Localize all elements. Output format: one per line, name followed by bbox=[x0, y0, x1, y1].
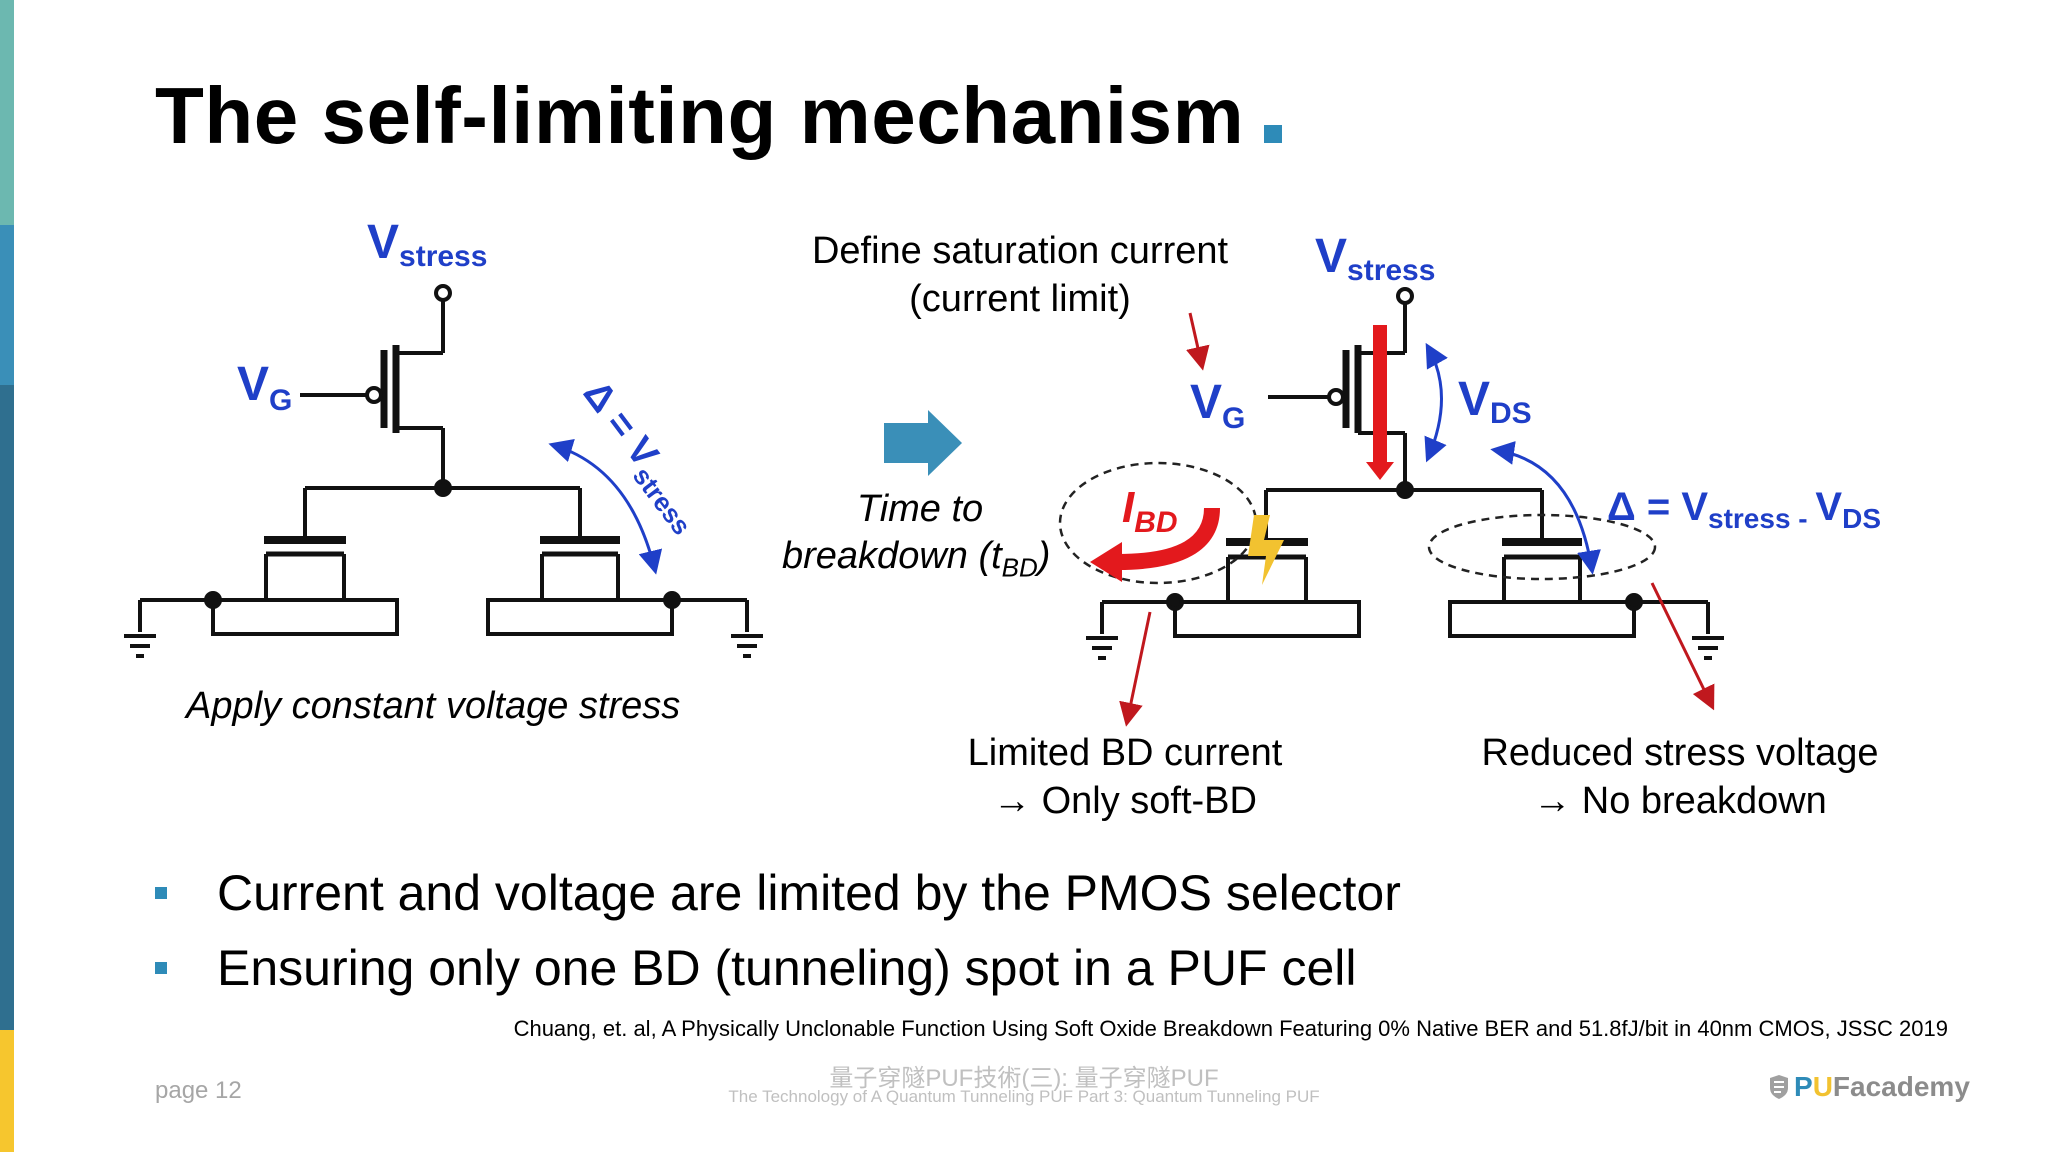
ibd-arrow-head bbox=[1090, 542, 1122, 582]
right-vstress-label: Vstress bbox=[1315, 230, 1435, 287]
bullet-text: Ensuring only one BD (tunneling) spot in… bbox=[217, 939, 1357, 996]
limited-bd-note-line2: → Only soft-BD bbox=[993, 780, 1257, 822]
right-ground-icon bbox=[731, 634, 763, 658]
sidebar-segment-blue bbox=[0, 225, 14, 385]
right-circuit bbox=[1086, 287, 1724, 660]
logo-shield-icon bbox=[1770, 1075, 1788, 1099]
slide-title: The self-limiting mechanism bbox=[155, 70, 1283, 162]
logo-letter-p: P bbox=[1794, 1071, 1813, 1102]
sidebar-segment-dark-blue bbox=[0, 385, 14, 1030]
saturation-pointer-arrow bbox=[1186, 312, 1210, 371]
ibd-curved-arrow bbox=[1117, 507, 1220, 570]
breakdown-spark-icon bbox=[1248, 515, 1284, 585]
bullet-square-icon bbox=[155, 961, 167, 974]
left-caption: Apply constant voltage stress bbox=[186, 685, 681, 727]
bullet-square-icon bbox=[155, 886, 167, 899]
vds-arrow bbox=[1424, 342, 1448, 463]
sidebar-segment-teal bbox=[0, 0, 14, 225]
footer-english-title: The Technology of A Quantum Tunneling PU… bbox=[728, 1087, 1320, 1106]
bullet-list: Current and voltage are limited by the P… bbox=[155, 855, 1401, 1005]
sidebar-segment-yellow bbox=[0, 1030, 14, 1152]
transition-line1: Time to bbox=[856, 488, 984, 530]
ibd-label: IBD bbox=[1122, 483, 1178, 539]
vstress-terminal bbox=[434, 284, 452, 302]
limited-bd-note-line1: Limited BD current bbox=[967, 732, 1283, 774]
saturation-annotation-line1: Define saturation current bbox=[811, 230, 1229, 272]
bullet-item: Ensuring only one BD (tunneling) spot in… bbox=[155, 930, 1401, 1005]
transition-line2: breakdown (tBD) bbox=[782, 535, 1051, 583]
reduced-stress-pointer-arrow bbox=[1650, 582, 1715, 711]
reduced-stress-note-line1: Reduced stress voltage bbox=[1481, 732, 1879, 774]
left-delta-arrow bbox=[548, 439, 663, 575]
slide-title-text: The self-limiting mechanism bbox=[155, 71, 1245, 160]
left-vstress-label: Vstress bbox=[367, 216, 487, 273]
limited-bd-pointer-arrow bbox=[1119, 611, 1152, 727]
bullet-item: Current and voltage are limited by the P… bbox=[155, 855, 1401, 930]
pmos-current-arrow bbox=[1366, 325, 1394, 480]
left-delta-label: Δ = Vstress bbox=[569, 373, 712, 540]
bd-nmos-body bbox=[1173, 600, 1361, 638]
footer-chinese-title: 量子穿隧PUF技術(三): 量子穿隧PUF bbox=[829, 1065, 1219, 1092]
logo-letter-u: U bbox=[1812, 1071, 1833, 1102]
right-vstress-terminal bbox=[1396, 287, 1414, 305]
right-vg-label: VG bbox=[1190, 376, 1245, 435]
safe-nmos-body bbox=[1448, 600, 1636, 638]
right-delta-arrow bbox=[1490, 440, 1601, 575]
right-delta-label: Δ = Vstress - VDS bbox=[1607, 485, 1881, 534]
title-dot bbox=[1264, 125, 1283, 143]
safe-ground-icon bbox=[1692, 636, 1724, 660]
right-pmos-bubble bbox=[1327, 388, 1345, 406]
vds-label: VDS bbox=[1458, 373, 1532, 430]
bullet-text: Current and voltage are limited by the P… bbox=[217, 864, 1401, 921]
left-vg-label: VG bbox=[237, 358, 292, 417]
bd-ground-icon bbox=[1086, 636, 1118, 660]
left-ground-icon bbox=[124, 634, 156, 658]
left-nmos-body bbox=[211, 598, 399, 636]
pmos-bubble bbox=[365, 386, 383, 404]
reduced-stress-note-line2: → No breakdown bbox=[1533, 780, 1827, 822]
accent-sidebar bbox=[0, 0, 14, 1152]
page-number: page 12 bbox=[155, 1077, 242, 1104]
right-nmos-body bbox=[486, 598, 674, 636]
left-circuit bbox=[124, 284, 763, 658]
right-arrow-icon bbox=[884, 410, 962, 476]
saturation-annotation-line2: (current limit) bbox=[909, 278, 1131, 320]
logo-text: Facademy bbox=[1832, 1071, 1970, 1102]
reference-citation: Chuang, et. al, A Physically Unclonable … bbox=[513, 1016, 1948, 1041]
